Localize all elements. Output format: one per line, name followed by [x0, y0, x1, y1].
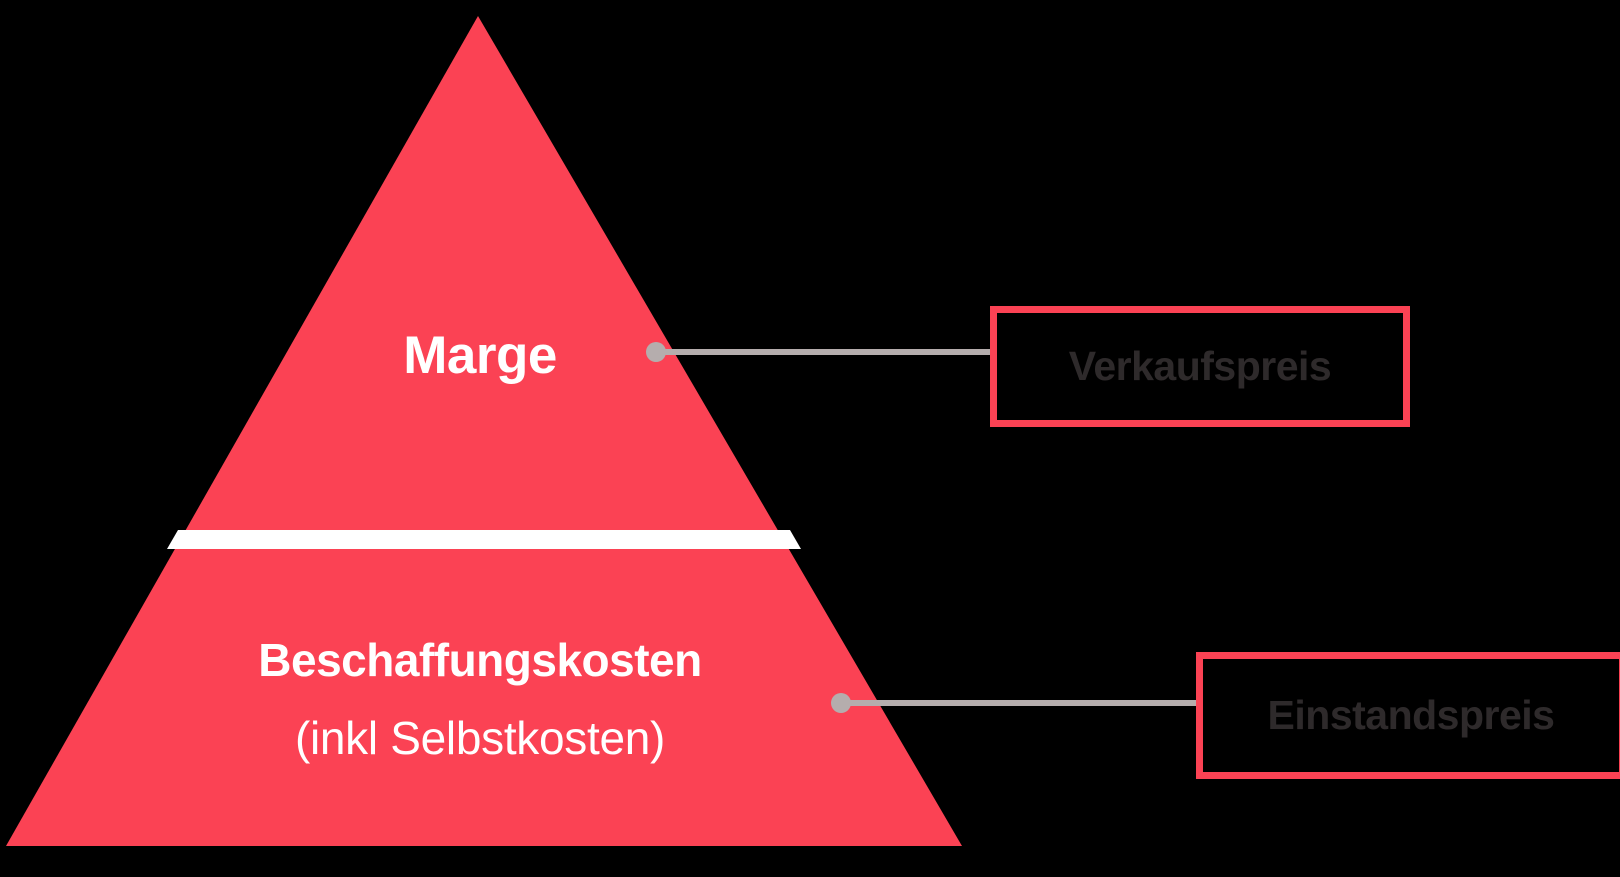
callout-label-einstandspreis: Einstandspreis	[1267, 692, 1555, 738]
callout-box-einstandspreis[interactable]: Einstandspreis	[1196, 652, 1620, 779]
callout-label-verkaufspreis: Verkaufspreis	[1068, 343, 1332, 389]
callout-box-verkaufspreis[interactable]: Verkaufspreis	[990, 306, 1410, 427]
connector-dot-einstandspreis	[831, 693, 851, 713]
pyramid-divider-band	[167, 530, 801, 549]
connector-dot-verkaufspreis	[646, 342, 666, 362]
pyramid-shape	[6, 16, 962, 846]
